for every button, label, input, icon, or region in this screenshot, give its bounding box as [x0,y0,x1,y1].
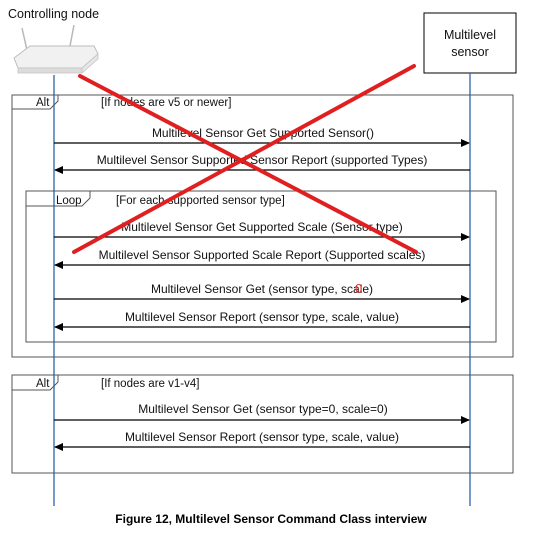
svg-text:Multilevel Sensor Report (sens: Multilevel Sensor Report (sensor type, s… [125,310,399,324]
svg-text:Multilevel Sensor Supported Sc: Multilevel Sensor Supported Scale Report… [99,248,426,262]
sensor-label-line1: Multilevel [444,28,496,42]
red-cross-out [72,64,418,254]
message-6: Multilevel Sensor Report (sensor type, s… [54,310,470,331]
router-icon [13,24,99,74]
alt-new-operator: Alt [36,97,50,109]
svg-text:Multilevel Sensor Get (sensor: Multilevel Sensor Get (sensor type, scal… [151,282,373,296]
loop-guard: [For each supported sensor type] [116,195,285,207]
figure-caption: Figure 12, Multilevel Sensor Command Cla… [115,512,427,526]
sensor-box [423,12,517,74]
loop-operator: Loop [56,195,82,207]
message-5: Multilevel Sensor Get (sensor type, scal… [54,282,470,303]
message-3: Multilevel Sensor Get Supported Scale (S… [54,220,470,241]
message-1: Multilevel Sensor Get Supported Sensor() [54,126,470,147]
controller-label: Controlling node [8,7,99,21]
message-8: Multilevel Sensor Report (sensor type, s… [54,430,470,451]
svg-text:Multilevel Sensor Report (sens: Multilevel Sensor Report (sensor type, s… [125,430,399,444]
message-2: Multilevel Sensor Supported Sensor Repor… [54,153,470,174]
svg-text:Multilevel Sensor Supported Se: Multilevel Sensor Supported Sensor Repor… [97,153,428,167]
red-annotation-mark: 0 [355,281,362,296]
svg-text:Multilevel Sensor Get Supporte: Multilevel Sensor Get Supported Scale (S… [121,220,402,234]
svg-text:Multilevel Sensor Get (sensor: Multilevel Sensor Get (sensor type=0, sc… [138,402,387,416]
alt-old-operator: Alt [36,378,50,390]
message-4: Multilevel Sensor Supported Scale Report… [54,248,470,269]
message-7: Multilevel Sensor Get (sensor type=0, sc… [54,402,470,424]
alt-fragment-old: Alt [If nodes are v1-v4] [11,374,514,474]
sensor-label-line2: sensor [451,45,489,59]
svg-text:Multilevel Sensor Get Supporte: Multilevel Sensor Get Supported Sensor() [152,126,374,140]
alt-old-guard: [If nodes are v1-v4] [101,378,199,390]
